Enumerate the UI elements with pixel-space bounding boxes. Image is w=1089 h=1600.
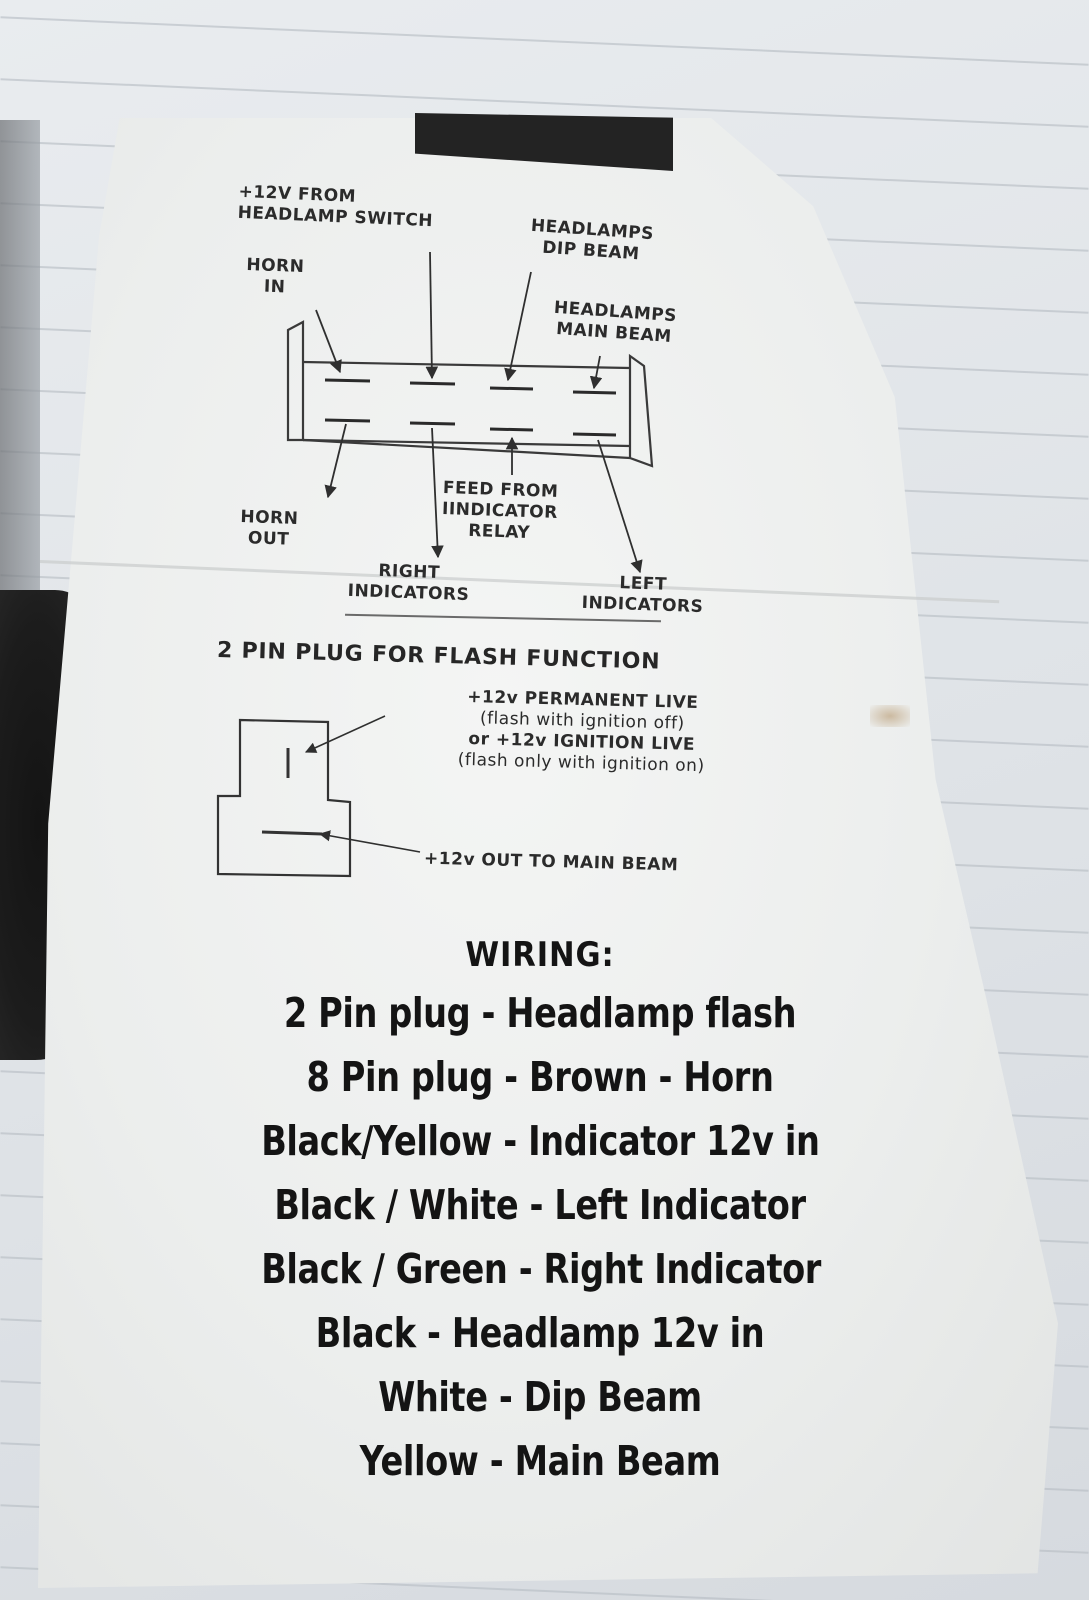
wiring-legend: WIRING: 2 Pin plug - Headlamp flash 8 Pi…: [200, 935, 880, 1493]
wiring-line: 8 Pin plug - Brown - Horn: [306, 1053, 774, 1101]
wiring-line: 2 Pin plug - Headlamp flash: [283, 989, 797, 1037]
label-line: RELAY: [467, 520, 531, 544]
label-feed: FEED FROM IINDICATOR RELAY: [441, 478, 559, 545]
wiring-line: Yellow - Main Beam: [359, 1437, 721, 1485]
wiring-line: Black/Yellow - Indicator 12v in: [261, 1117, 820, 1165]
label-line: HORN: [246, 255, 305, 278]
shadow-left: [0, 120, 40, 600]
label-two-pin-live: +12v PERMANENT LIVE (flash with ignition…: [401, 685, 763, 778]
eight-pin-terminals: [324, 378, 617, 437]
label-headlamp-switch: +12V FROM HEADLAMP SWITCH: [237, 182, 434, 232]
wiring-line: White - Dip Beam: [378, 1373, 702, 1421]
label-line: OUT: [247, 528, 290, 550]
label-line: IINDICATOR: [441, 498, 559, 524]
label-line: INDICATORS: [347, 580, 470, 606]
sticker-stain: [870, 705, 910, 727]
wiring-line: Black / White - Left Indicator: [274, 1181, 806, 1229]
eight-pin-arrows: [315, 251, 643, 574]
label-horn-out: HORN OUT: [239, 507, 299, 551]
label-right-indicators: RIGHT INDICATORS: [347, 560, 470, 606]
label-line: HORN: [240, 507, 299, 530]
eight-pin-housing: [286, 320, 654, 468]
wiring-line: Black / Green - Right Indicator: [261, 1245, 821, 1293]
label-dip-beam: HEADLAMPS DIP BEAM: [529, 216, 654, 266]
label-main-beam: HEADLAMPS MAIN BEAM: [552, 298, 677, 348]
wiring-title: WIRING:: [465, 935, 615, 975]
label-line: INDICATORS: [581, 592, 704, 618]
label-line: IN: [263, 276, 286, 298]
two-pin-arrows: [304, 715, 421, 853]
two-pin-plug: [216, 718, 352, 878]
label-horn-in: HORN IN: [245, 255, 305, 299]
label-left-indicators: LEFT INDICATORS: [581, 572, 704, 618]
wiring-line: Black - Headlamp 12v in: [315, 1309, 765, 1357]
